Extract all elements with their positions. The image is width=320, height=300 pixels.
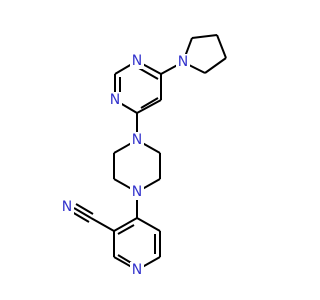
bond	[73, 207, 92, 219]
bond	[90, 217, 115, 232]
molecule-structure: N N N N N N N	[60, 34, 227, 278]
bond	[136, 217, 161, 232]
piperazine-nitrogen-label: N	[132, 184, 142, 200]
bond	[140, 97, 159, 109]
atom-labels: N N N N N N N	[60, 53, 190, 278]
pyridine-nitrogen-label: N	[132, 262, 142, 278]
bond	[117, 224, 135, 235]
nitrile-nitrogen-label: N	[62, 199, 72, 215]
bond	[204, 57, 227, 74]
piperazine-nitrogen-label: N	[132, 132, 142, 148]
bond	[71, 211, 90, 223]
pyrrolidine-ring	[182, 34, 227, 74]
pyrimidine-ring	[114, 60, 184, 114]
bond	[75, 203, 94, 215]
pyrimidine-nitrogen-label: N	[110, 92, 120, 108]
pyrimidine-nitrogen-label: N	[132, 53, 142, 69]
nitrile-group	[71, 203, 115, 232]
bond	[136, 99, 162, 114]
bond	[113, 217, 138, 232]
bond	[191, 34, 218, 39]
bond	[216, 34, 227, 59]
pyrrolidine-nitrogen-label: N	[178, 54, 188, 70]
